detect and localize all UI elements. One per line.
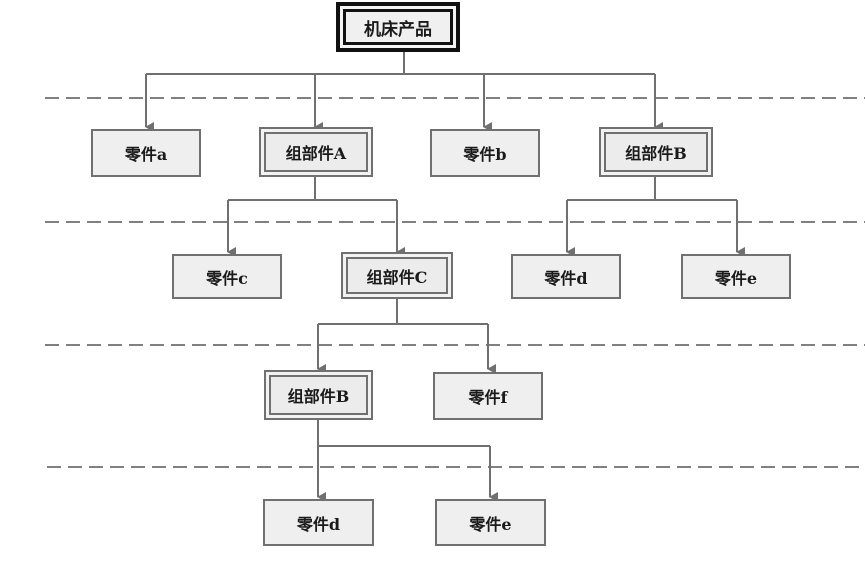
node-label: 组部件C xyxy=(346,257,448,294)
node-label: 组部件B xyxy=(269,375,368,415)
node-label: 组部件A xyxy=(264,132,368,172)
level-separators xyxy=(45,97,865,468)
node-assembly-B-nested[interactable]: 组部件B xyxy=(264,370,373,420)
node-assembly-A[interactable]: 组部件A xyxy=(259,127,373,177)
node-label: 零件d xyxy=(544,268,588,288)
connectors xyxy=(145,52,745,502)
node-label: 零件e xyxy=(714,268,758,288)
node-part-e[interactable]: 零件e xyxy=(681,254,791,299)
node-label: 零件e xyxy=(469,514,512,534)
node-part-d[interactable]: 零件d xyxy=(511,254,621,299)
node-assembly-C[interactable]: 组部件C xyxy=(341,252,453,299)
node-label: 组部件B xyxy=(604,132,708,172)
node-label: 零件c xyxy=(206,268,248,288)
node-label: 零件b xyxy=(463,145,507,164)
node-part-e-nested[interactable]: 零件e xyxy=(435,499,546,546)
node-part-c[interactable]: 零件c xyxy=(172,254,282,299)
node-label: 零件a xyxy=(124,145,168,164)
node-label: 机床产品 xyxy=(343,9,453,45)
node-root-machine-product[interactable]: 机床产品 xyxy=(336,2,460,52)
node-part-f[interactable]: 零件f xyxy=(433,372,543,420)
node-part-a[interactable]: 零件a xyxy=(91,129,201,177)
node-assembly-B[interactable]: 组部件B xyxy=(599,127,713,177)
node-label: 零件d xyxy=(296,514,341,534)
node-part-d-nested[interactable]: 零件d xyxy=(263,499,374,546)
node-part-b[interactable]: 零件b xyxy=(430,129,540,177)
node-label: 零件f xyxy=(468,388,508,407)
